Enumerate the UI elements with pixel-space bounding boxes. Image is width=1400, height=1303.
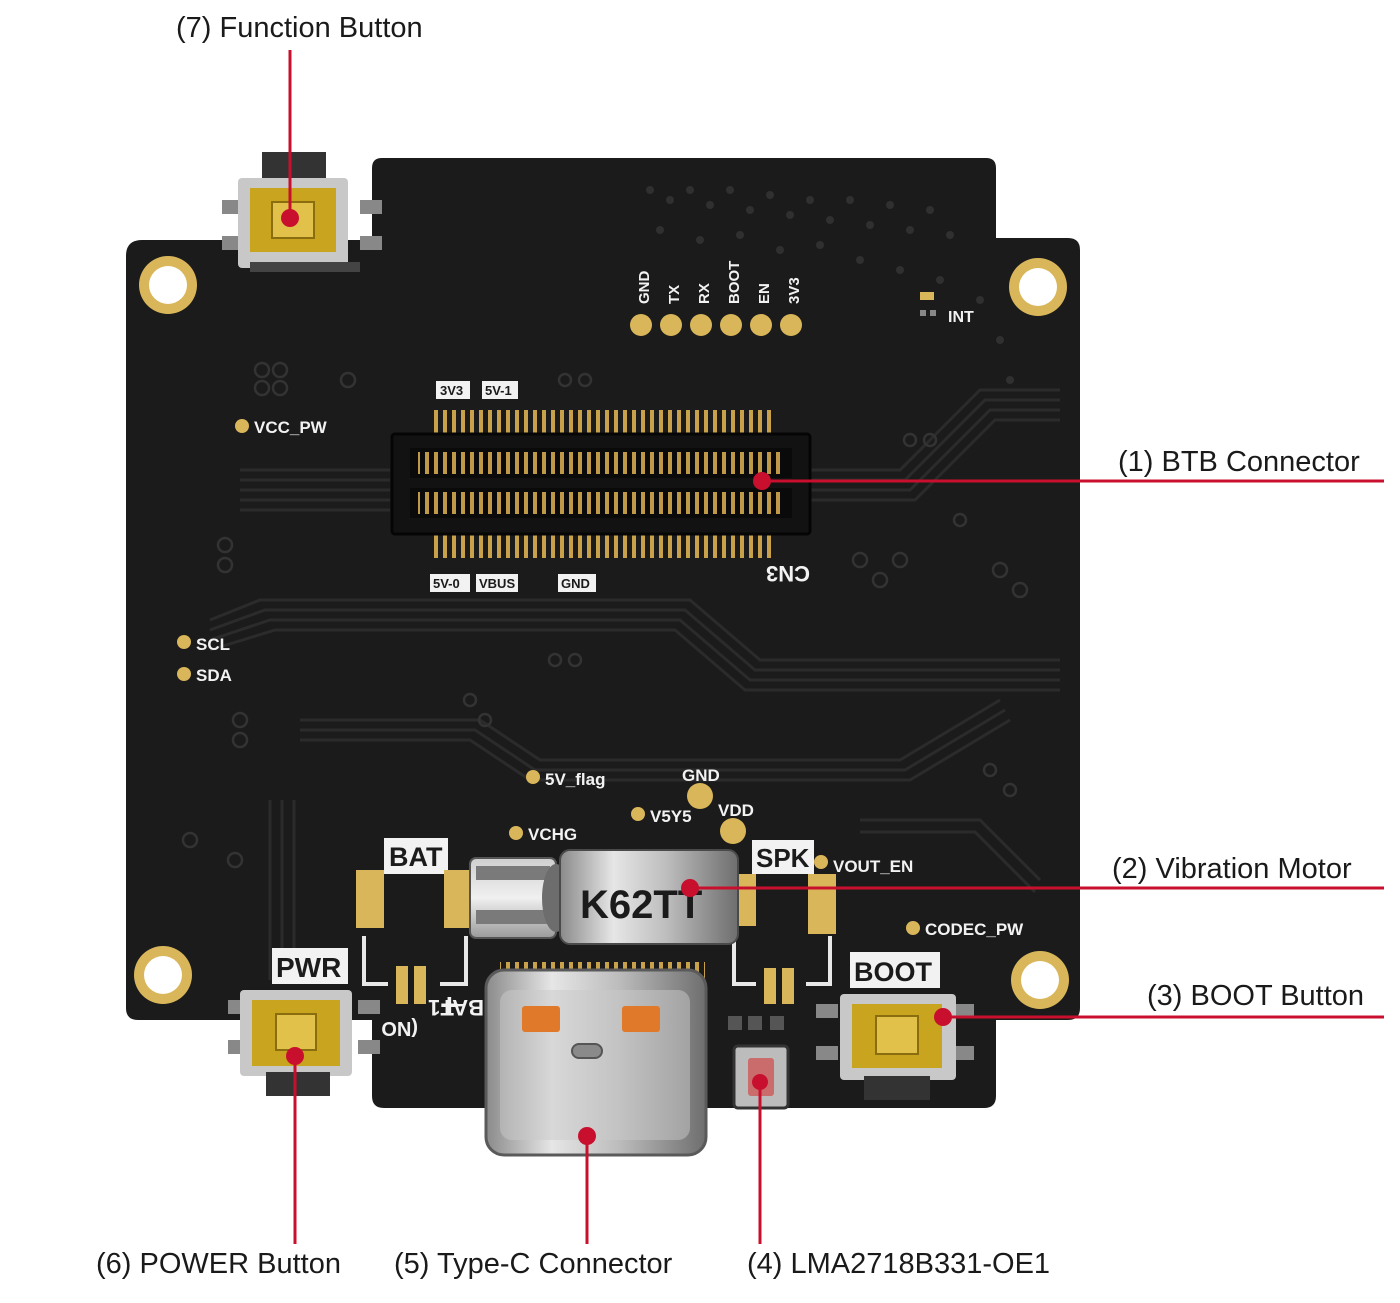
bat-label-box <box>384 838 448 874</box>
label-pwr: PWR <box>276 952 341 983</box>
label-no: (NO <box>381 1017 418 1039</box>
scl-pad <box>177 635 191 649</box>
dot-3 <box>934 1008 952 1026</box>
power-button <box>228 990 380 1096</box>
boot-button <box>816 994 974 1100</box>
callout-boot-button: (3) BOOT Button <box>1147 980 1365 1012</box>
int-resistor <box>920 310 926 316</box>
vibration-motor: K62TT <box>469 849 739 945</box>
callout-btb-connector: (1) BTB Connector <box>1118 446 1360 478</box>
int-resistor-2 <box>930 310 936 316</box>
btb-labels: 3V3 5V-1 5V-0 VBUS GND <box>430 381 596 592</box>
dot-7 <box>281 209 299 227</box>
callout-dots <box>281 209 952 1145</box>
label-5v-flag: 5V_flag <box>545 770 605 789</box>
int-led <box>920 292 934 300</box>
label-bot-vbus: VBUS <box>479 576 515 591</box>
label-vchg: VCHG <box>528 825 577 844</box>
callout-power-button: (6) POWER Button <box>96 1248 341 1280</box>
dot-4 <box>752 1074 768 1090</box>
label-rx: RX <box>696 283 713 304</box>
vcc-pw-pad <box>235 419 249 433</box>
pcb-via-dots <box>646 186 1014 384</box>
boot-label-box <box>850 952 940 988</box>
label-en: EN <box>756 283 773 304</box>
spk-label-box <box>752 840 814 874</box>
gnd-test-pad <box>687 783 713 809</box>
callout-function-button: (7) Function Button <box>176 12 423 44</box>
dot-2 <box>681 879 699 897</box>
plus-mark: + <box>440 987 459 1023</box>
dot-1 <box>753 472 771 490</box>
label-scl: SCL <box>196 635 230 654</box>
label-gnd: GND <box>636 271 653 305</box>
vchg-pad <box>509 826 523 840</box>
5v-flag-pad <box>526 770 540 784</box>
callout-type-c-connector: (5) Type-C Connector <box>394 1248 673 1280</box>
callout-lines <box>288 50 1384 1244</box>
dot-6 <box>286 1047 304 1065</box>
codec-pw-pad <box>906 921 920 935</box>
bat-pads <box>356 870 836 1004</box>
uart-pads <box>630 314 802 336</box>
label-boot: BOOT <box>726 261 743 304</box>
label-bot-gnd: GND <box>561 576 590 591</box>
btb-connector <box>390 410 812 558</box>
label-sda: SDA <box>196 666 232 685</box>
v5y5-pad <box>631 807 645 821</box>
pcb-vias <box>181 361 1029 869</box>
uart-labels: GND TX RX BOOT EN 3V3 <box>636 261 803 304</box>
label-bat: BAT <box>389 842 443 872</box>
label-gnd-2: GND <box>682 766 720 785</box>
label-bot-5v0: 5V-0 <box>433 576 460 591</box>
mounting-holes <box>134 256 1069 1009</box>
label-vdd: VDD <box>718 801 754 820</box>
dot-5 <box>578 1127 596 1145</box>
type-c-connector <box>484 962 708 1157</box>
label-3v3: 3V3 <box>786 277 803 304</box>
sda-pad <box>177 667 191 681</box>
vdd-test-pad <box>720 818 746 844</box>
label-bat1: BAT1 <box>428 995 484 1020</box>
silk-outlines <box>362 936 832 986</box>
pwr-label-box <box>272 948 348 984</box>
callout-lma2718: (4) LMA2718B331-OE1 <box>747 1248 1051 1280</box>
label-boot-btn: BOOT <box>854 957 933 987</box>
label-spk: SPK <box>756 843 810 873</box>
label-vcc-pw: VCC_PW <box>254 418 328 437</box>
lma2718-sensor <box>728 1016 790 1110</box>
label-int: INT <box>948 309 974 326</box>
label-v5y5: V5Y5 <box>650 807 692 826</box>
label-vout-en: VOUT_EN <box>833 857 913 876</box>
label-top-5v1: 5V-1 <box>485 383 512 398</box>
label-top-3v3: 3V3 <box>440 383 463 398</box>
vout-en-pad <box>814 855 828 869</box>
label-tx: TX <box>666 285 683 304</box>
pcb-traces <box>209 388 1060 980</box>
callout-vibration-motor: (2) Vibration Motor <box>1112 853 1352 885</box>
label-cn3: CN3 <box>766 561 810 586</box>
label-codec-pw: CODEC_PW <box>925 920 1024 939</box>
